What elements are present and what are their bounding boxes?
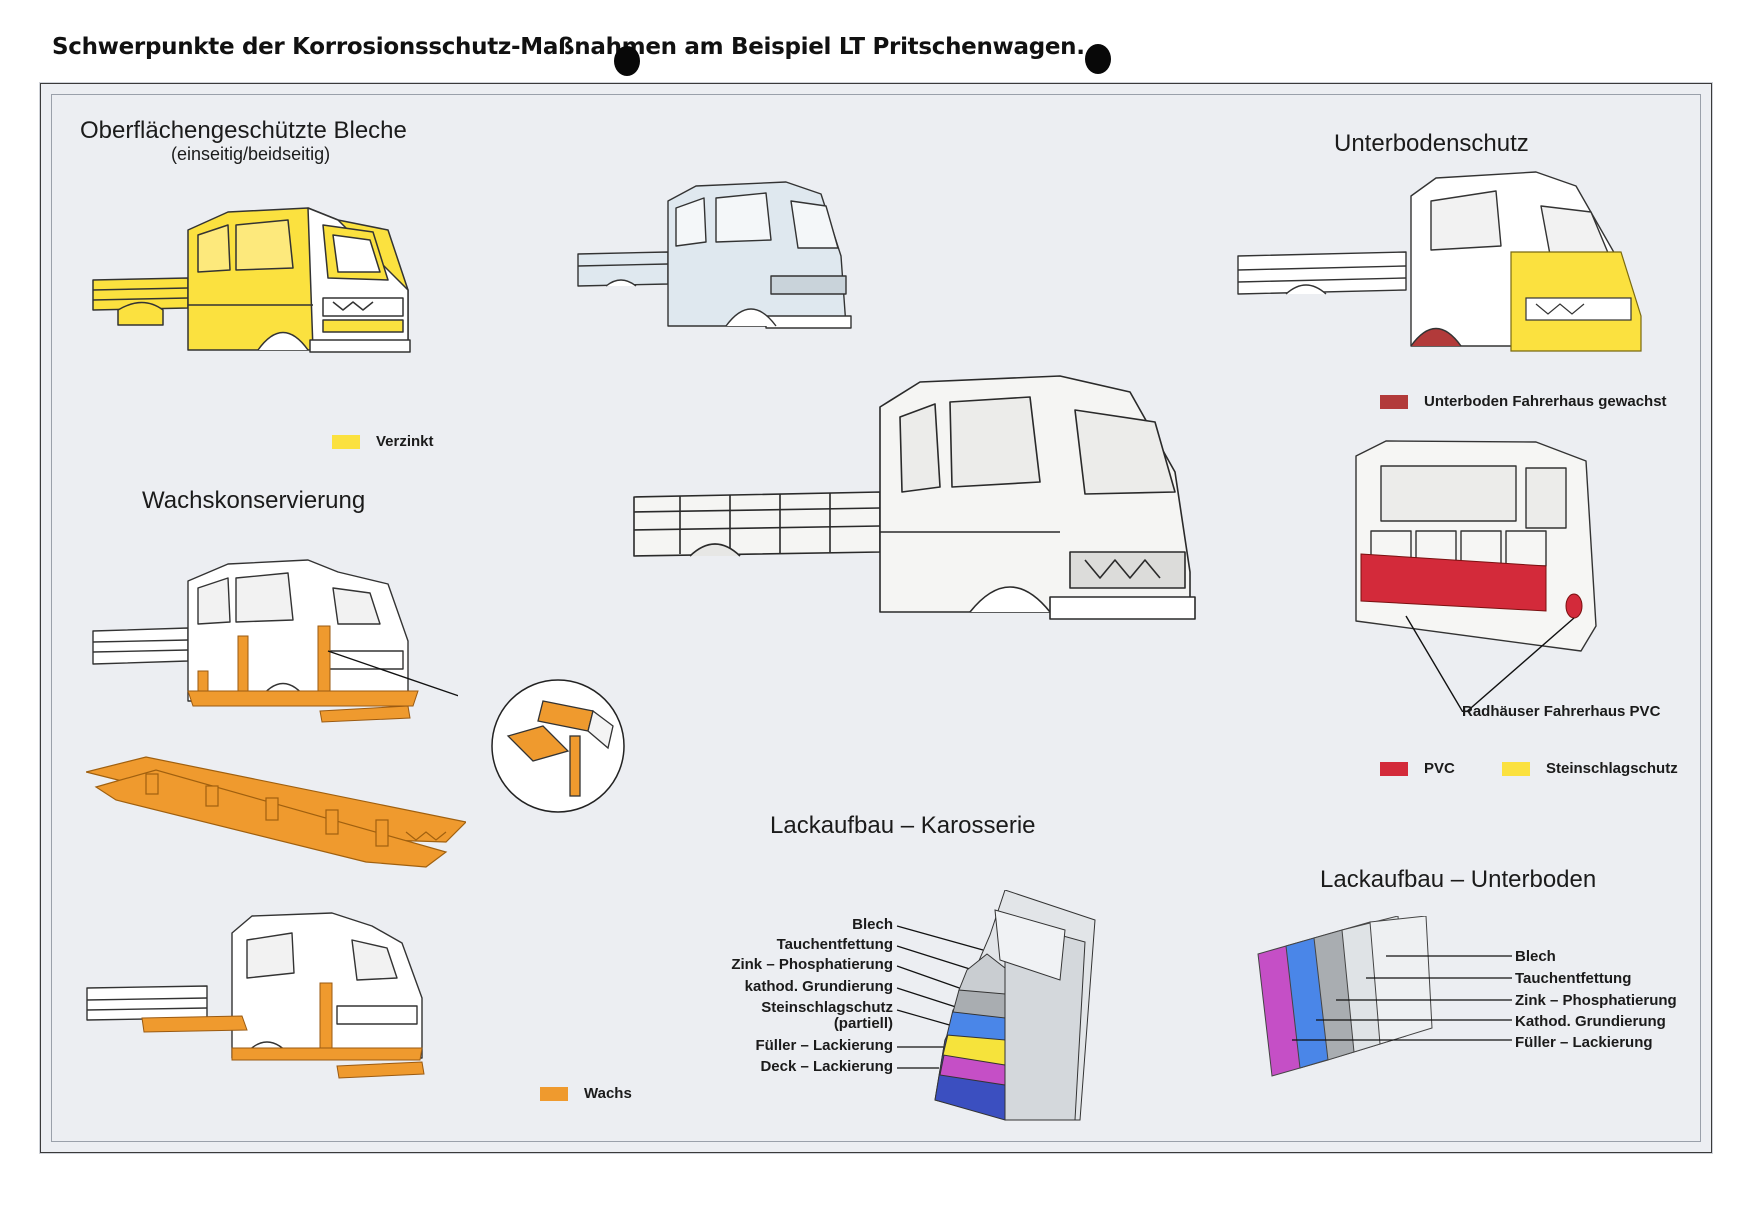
unterboden-title: Unterbodenschutz	[1334, 130, 1529, 157]
legend-pvc: PVC	[1380, 760, 1455, 777]
karosserie-layer-zink: Zink – Phosphatierung	[731, 956, 893, 973]
legend-unterboden-gewachst: Unterboden Fahrerhaus gewachst	[1380, 393, 1667, 410]
karosserie-layer-grundierung: kathod. Grundierung	[744, 978, 893, 995]
karosserie-layer-stack	[896, 890, 1096, 1121]
truck-wax-illustration-2	[86, 912, 425, 1079]
legend-label-unterboden-gewachst: Unterboden Fahrerhaus gewachst	[1424, 393, 1667, 410]
swatch-pvc	[1380, 761, 1408, 776]
inner-border	[51, 94, 1701, 1142]
oberflaeche-subtitle: (einseitig/beidseitig)	[171, 144, 331, 164]
unterboden-layer-grundierung: Kathod. Grundierung	[1515, 1013, 1666, 1030]
legend-label-verzinkt: Verzinkt	[376, 433, 434, 450]
truck-zinc-illustration	[92, 207, 411, 353]
cab-rear-illustration	[1355, 440, 1597, 712]
truck-wax-illustration	[92, 559, 458, 723]
karosserie-layer-partiell: (partiell)	[833, 1015, 893, 1032]
wachs-title: Wachskonservierung	[142, 487, 366, 514]
unterboden-layer-blech: Blech	[1515, 948, 1556, 965]
karosserie-layer-deck: Deck – Lackierung	[760, 1058, 893, 1075]
lack-unterboden-title: Lackaufbau – Unterboden	[1320, 866, 1597, 893]
unterboden-layer-fueller: Füller – Lackierung	[1515, 1034, 1653, 1051]
truck-blue-illustration	[577, 181, 852, 329]
legend-verzinkt: Verzinkt	[332, 433, 434, 450]
karosserie-layer-fueller: Füller – Lackierung	[755, 1037, 893, 1054]
swatch-steinschlag	[1502, 761, 1530, 776]
page-title: Schwerpunkte der Korrosionsschutz-Maßnah…	[52, 34, 1085, 60]
legend-steinschlag: Steinschlagschutz	[1502, 760, 1678, 777]
legend-label-pvc: PVC	[1424, 760, 1455, 777]
swatch-wachs	[540, 1086, 568, 1101]
karosserie-layer-tauchentfettung: Tauchentfettung	[776, 936, 893, 953]
karosserie-layer-steinschlag: Steinschlagschutz	[761, 999, 893, 1016]
chassis-wax-illustration	[86, 756, 466, 868]
punch-hole	[1085, 44, 1111, 74]
detail-magnifier	[491, 679, 625, 813]
legend-label-wachs: Wachs	[584, 1085, 632, 1102]
swatch-unterboden-gewachst	[1380, 394, 1408, 409]
punch-hole	[614, 46, 640, 76]
karosserie-layer-blech: Blech	[852, 916, 893, 933]
truck-underbody-illustration	[1237, 171, 1642, 352]
legend-wachs: Wachs	[540, 1085, 632, 1102]
unterboden-layer-tauchentfettung: Tauchentfettung	[1515, 970, 1632, 987]
legend-label-steinschlag: Steinschlagschutz	[1546, 760, 1678, 777]
unterboden-layer-zink: Zink – Phosphatierung	[1515, 992, 1677, 1009]
oberflaeche-title: Oberflächengeschützte Bleche	[80, 117, 407, 144]
unterboden-layer-stack	[1257, 916, 1512, 1077]
swatch-verzinkt	[332, 434, 360, 449]
callout-radhaeuser: Radhäuser Fahrerhaus PVC	[1462, 703, 1661, 720]
lack-karosserie-title: Lackaufbau – Karosserie	[770, 812, 1036, 839]
truck-main-illustration	[633, 375, 1196, 620]
